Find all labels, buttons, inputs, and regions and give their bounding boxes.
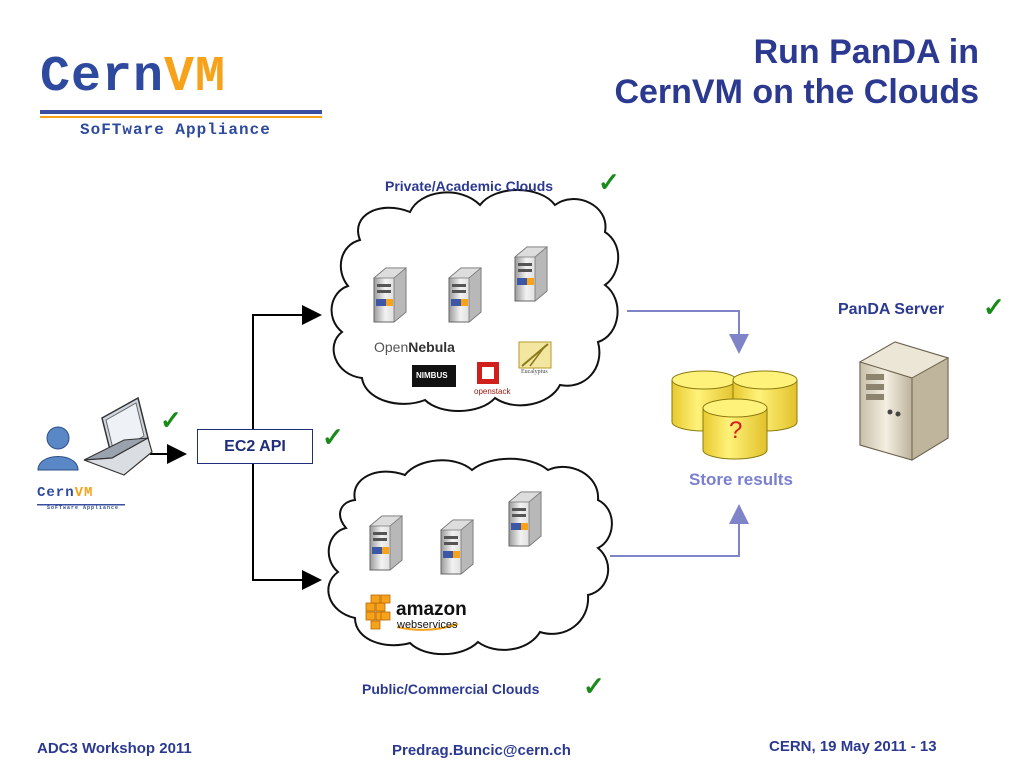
private-cloud-checkmark-icon: ✓	[598, 167, 620, 197]
logo-word-vm: VM	[164, 49, 227, 106]
store-results-label: Store results	[689, 470, 793, 489]
small-logo-cern: Cern	[37, 485, 75, 501]
amazon-boxes-icon	[365, 594, 391, 630]
ec2-api-checkmark-icon: ✓	[322, 422, 344, 452]
laptop-icon	[83, 396, 153, 476]
page-title: Run PanDA in CernVM on the Clouds	[614, 32, 979, 112]
webservices-logo: webservices	[397, 619, 458, 631]
logo-tagline: SoFTware Appliance	[80, 121, 271, 139]
panda-server-label: PanDA Server	[838, 301, 945, 318]
opennebula-logo: OpenNebula	[374, 339, 455, 355]
cernvm-logo: CernVM	[40, 48, 226, 108]
small-logo-vm: VM	[74, 485, 94, 501]
public-cloud-label: Public/Commercial Clouds	[362, 681, 540, 697]
public-cloud-checkmark-icon: ✓	[583, 671, 605, 701]
opennebula-text-2: Nebula	[408, 339, 455, 355]
user-checkmark-icon: ✓	[160, 405, 182, 435]
footer-left: ADC3 Workshop 2011	[37, 740, 192, 757]
amazon-logo: amazon	[396, 599, 467, 620]
private-cloud-label: Private/Academic Clouds	[385, 178, 554, 194]
small-logo-tagline: SoFTware Appliance	[47, 505, 120, 511]
footer-email-link[interactable]: Predrag.Buncic@cern.ch	[392, 742, 571, 759]
small-cernvm-logo: CernVM	[37, 484, 93, 502]
nimbus-logo: NIMBUS	[416, 371, 448, 380]
user-icon	[37, 426, 79, 471]
panda-checkmark-icon: ✓	[983, 292, 1005, 322]
title-line-1: Run PanDA in	[753, 33, 979, 71]
question-mark: ?	[729, 417, 743, 444]
database-icon	[671, 370, 798, 460]
panda-server-icon	[858, 341, 950, 461]
eucalyptus-logo: Eucalyptus	[521, 369, 548, 375]
footer-right: CERN, 19 May 2011 - 13	[769, 738, 937, 755]
openstack-logo: openstack	[474, 387, 511, 396]
title-line-2: CernVM on the Clouds	[614, 73, 979, 111]
opennebula-text-1: Open	[374, 339, 409, 355]
ec2-api-box: EC2 API	[197, 429, 313, 464]
logo-word-cern: Cern	[40, 49, 165, 106]
